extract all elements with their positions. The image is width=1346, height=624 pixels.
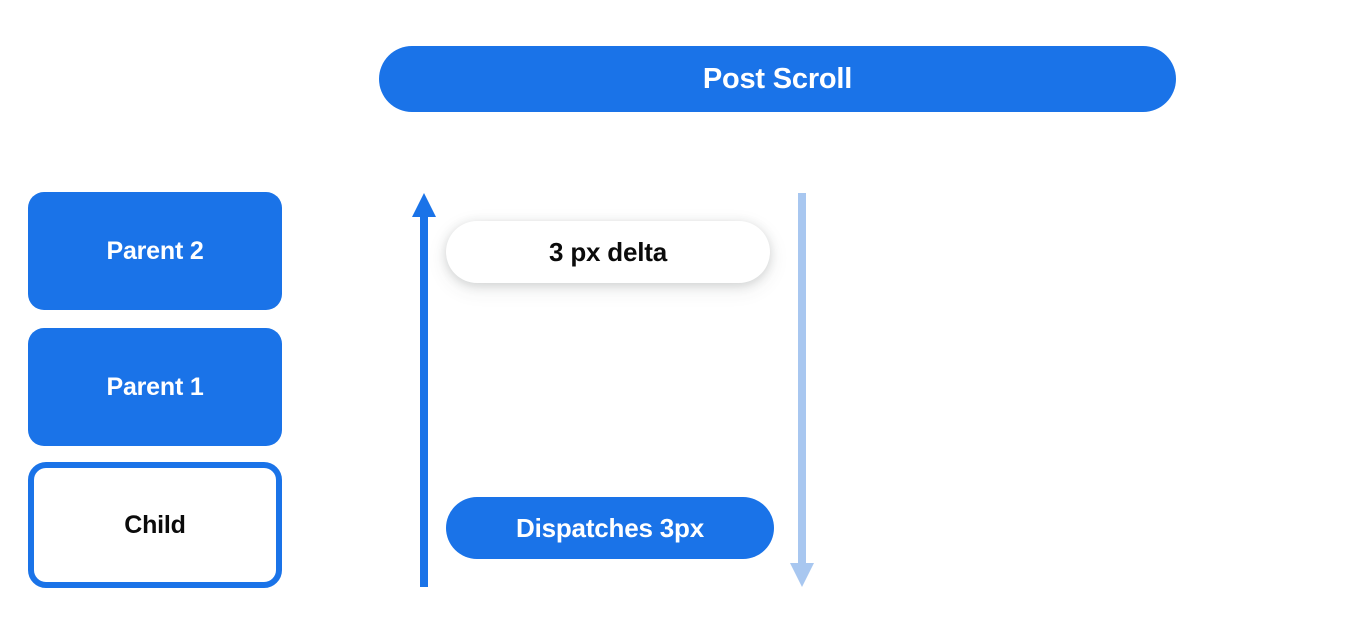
- delta-pill[interactable]: 3 px delta: [446, 221, 770, 283]
- stack-box-parent-2[interactable]: Parent 2: [28, 192, 282, 310]
- stack-box-child[interactable]: Child: [28, 462, 282, 588]
- delta-pill-label: 3 px delta: [549, 236, 667, 267]
- node-stack: Parent 2 Parent 1 Child: [28, 192, 282, 588]
- stack-box-parent-1-label: Parent 1: [106, 372, 204, 401]
- dispatch-pill[interactable]: Dispatches 3px: [446, 497, 774, 559]
- dispatch-pill-label: Dispatches 3px: [516, 512, 704, 543]
- scroll-down-arrow-icon: [790, 193, 814, 587]
- stack-box-child-label: Child: [124, 510, 186, 539]
- stack-box-parent-2-label: Parent 2: [106, 236, 204, 265]
- bubble-up-arrow-icon: [412, 193, 436, 587]
- page-title-bar: Post Scroll: [379, 46, 1176, 112]
- stack-box-parent-1[interactable]: Parent 1: [28, 328, 282, 446]
- page-title: Post Scroll: [702, 62, 853, 95]
